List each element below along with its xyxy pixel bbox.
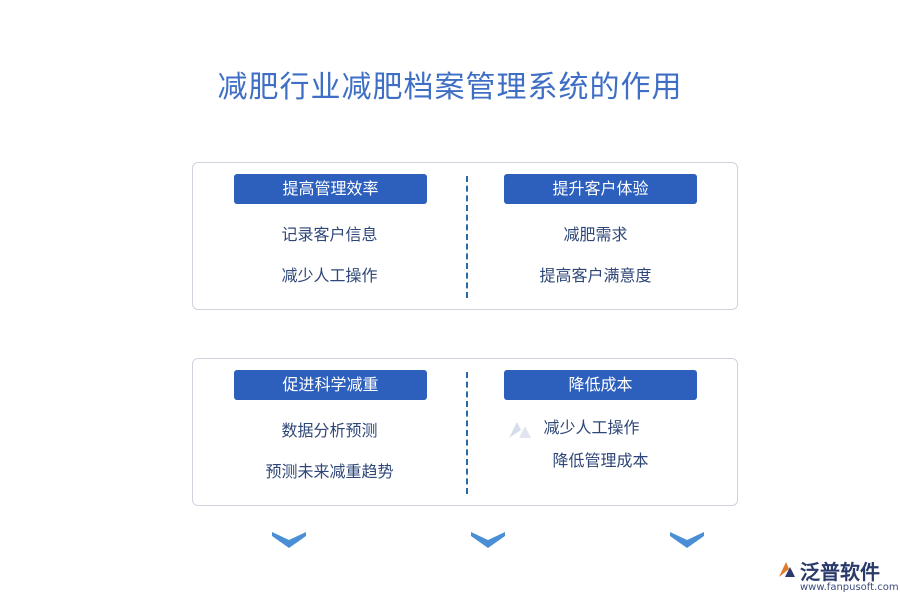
watermark-logo-icon [509, 422, 531, 438]
item-reduce-management-cost: 降低管理成本 [552, 451, 649, 470]
heading-science: 促进科学减重 [234, 370, 427, 400]
heading-efficiency: 提高管理效率 [234, 174, 427, 204]
item-predict-trend: 预测未来减重趋势 [265, 462, 394, 481]
panel-management-experience: 提高管理效率 记录客户信息 减少人工操作 提升客户体验 减肥需求 提高客户满意度 [192, 162, 738, 310]
column-science: 促进科学减重 数据分析预测 预测未来减重趋势 [193, 359, 466, 507]
panel-science-cost: 促进科学减重 数据分析预测 预测未来减重趋势 降低成本 减少人工操作 降低管理成… [192, 358, 738, 506]
item-reduce-manual-ops: 减少人工操作 [281, 266, 378, 285]
down-arrow-icon [471, 532, 505, 548]
dashed-divider [466, 176, 468, 298]
item-data-analysis: 数据分析预测 [281, 421, 378, 440]
heading-experience: 提升客户体验 [504, 174, 697, 204]
column-cost: 降低成本 减少人工操作 降低管理成本 [466, 359, 739, 507]
heading-cost: 降低成本 [504, 370, 697, 400]
page-title: 减肥行业减肥档案管理系统的作用 [217, 70, 683, 105]
dashed-divider [466, 372, 468, 494]
brand-mark-icon [779, 562, 795, 577]
column-experience: 提升客户体验 减肥需求 提高客户满意度 [466, 163, 739, 311]
brand-logo: 泛普软件 www.fanpusoft.com [776, 556, 899, 596]
brand-name: 泛普软件 [800, 560, 880, 584]
item-weight-loss-needs: 减肥需求 [563, 225, 628, 244]
item-record-customer-info: 记录客户信息 [281, 225, 378, 244]
down-arrow-icon [272, 532, 306, 548]
column-efficiency: 提高管理效率 记录客户信息 减少人工操作 [193, 163, 466, 311]
item-reduce-manual-ops: 减少人工操作 [543, 418, 640, 437]
brand-url: www.fanpusoft.com [800, 582, 899, 593]
item-customer-satisfaction: 提高客户满意度 [539, 266, 652, 285]
down-arrow-icon [670, 532, 704, 548]
